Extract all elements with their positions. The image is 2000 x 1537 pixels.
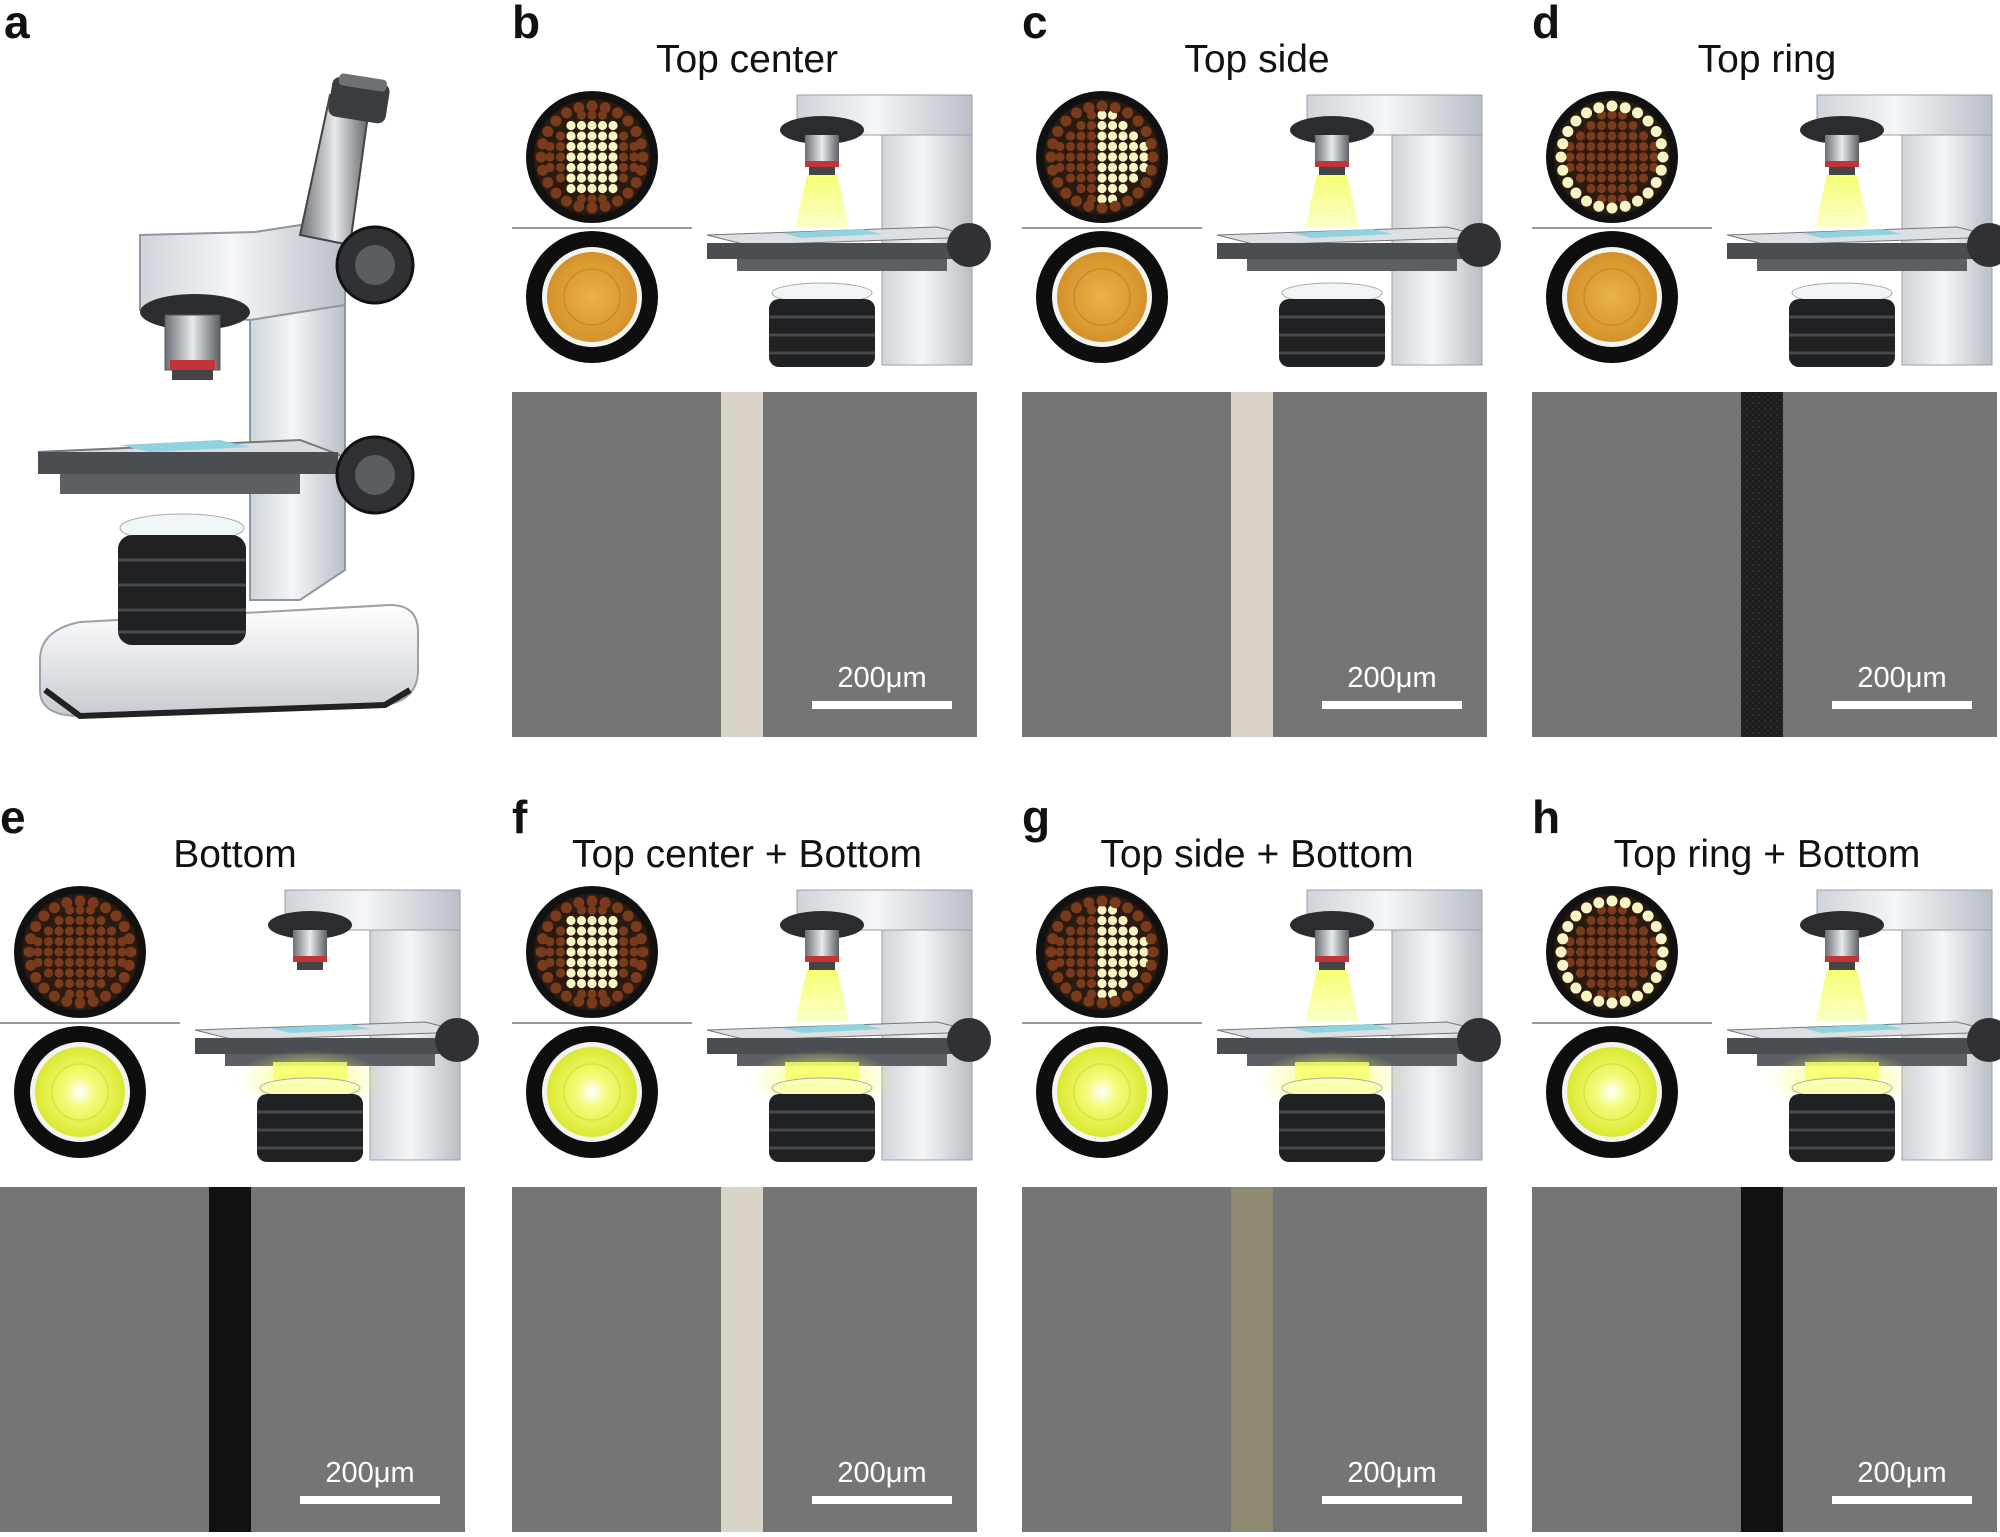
sample-stripe xyxy=(721,392,763,737)
scale-label: 200μm xyxy=(1857,662,1946,694)
sample-stripe xyxy=(209,1187,251,1532)
panel-title: Top ring xyxy=(1698,38,1837,81)
sample-stripe xyxy=(1231,392,1273,737)
microscope-icon xyxy=(1216,889,1501,1162)
microscope-icon xyxy=(1216,94,1501,367)
scale-bar xyxy=(812,701,952,709)
panel-label: b xyxy=(512,0,540,48)
microscope-illustration xyxy=(37,73,419,720)
scale-bar xyxy=(1322,701,1462,709)
panel-title: Bottom xyxy=(173,833,297,876)
panel-title: Top ring + Bottom xyxy=(1614,833,1921,876)
panel-label: a xyxy=(4,0,30,48)
micrograph: 200μm xyxy=(1022,392,1487,737)
microscope-icon xyxy=(1726,94,2000,367)
micrograph: 200μm xyxy=(1532,1187,1997,1532)
scale-label: 200μm xyxy=(837,662,926,694)
micrograph: 200μm xyxy=(1532,392,1997,737)
panel-label: d xyxy=(1532,0,1560,48)
panel-label: c xyxy=(1022,0,1048,48)
microscope-icon xyxy=(706,889,991,1162)
sample-stripe xyxy=(1231,1187,1273,1532)
panel-label: f xyxy=(512,791,528,843)
scale-label: 200μm xyxy=(1347,662,1436,694)
microscope-icon xyxy=(1726,889,2000,1162)
panel-a: a xyxy=(4,0,419,720)
panel-title: Top side + Bottom xyxy=(1100,833,1413,876)
micrograph: 200μm xyxy=(0,1187,465,1532)
scale-bar xyxy=(812,1496,952,1504)
scale-label: 200μm xyxy=(1347,1457,1436,1489)
panel-label: g xyxy=(1022,791,1050,843)
scale-bar xyxy=(1322,1496,1462,1504)
sample-stripe xyxy=(1741,1187,1783,1532)
scale-bar xyxy=(1832,1496,1972,1504)
scale-label: 200μm xyxy=(325,1457,414,1489)
sample-stripe xyxy=(1741,392,1783,737)
micrograph: 200μm xyxy=(512,392,977,737)
micrograph: 200μm xyxy=(512,1187,977,1532)
panel-title: Top center xyxy=(656,38,838,81)
microscope-icon xyxy=(194,889,479,1162)
scale-label: 200μm xyxy=(1857,1457,1946,1489)
microscope-icon xyxy=(706,94,991,367)
scale-bar xyxy=(300,1496,440,1504)
micrograph: 200μm xyxy=(1022,1187,1487,1532)
panel-title: Top center + Bottom xyxy=(572,833,922,876)
scale-label: 200μm xyxy=(837,1457,926,1489)
panel-label: e xyxy=(0,791,26,843)
panel-title: Top side xyxy=(1184,38,1329,81)
scale-bar xyxy=(1832,701,1972,709)
panel-label: h xyxy=(1532,791,1560,843)
sample-stripe xyxy=(721,1187,763,1532)
